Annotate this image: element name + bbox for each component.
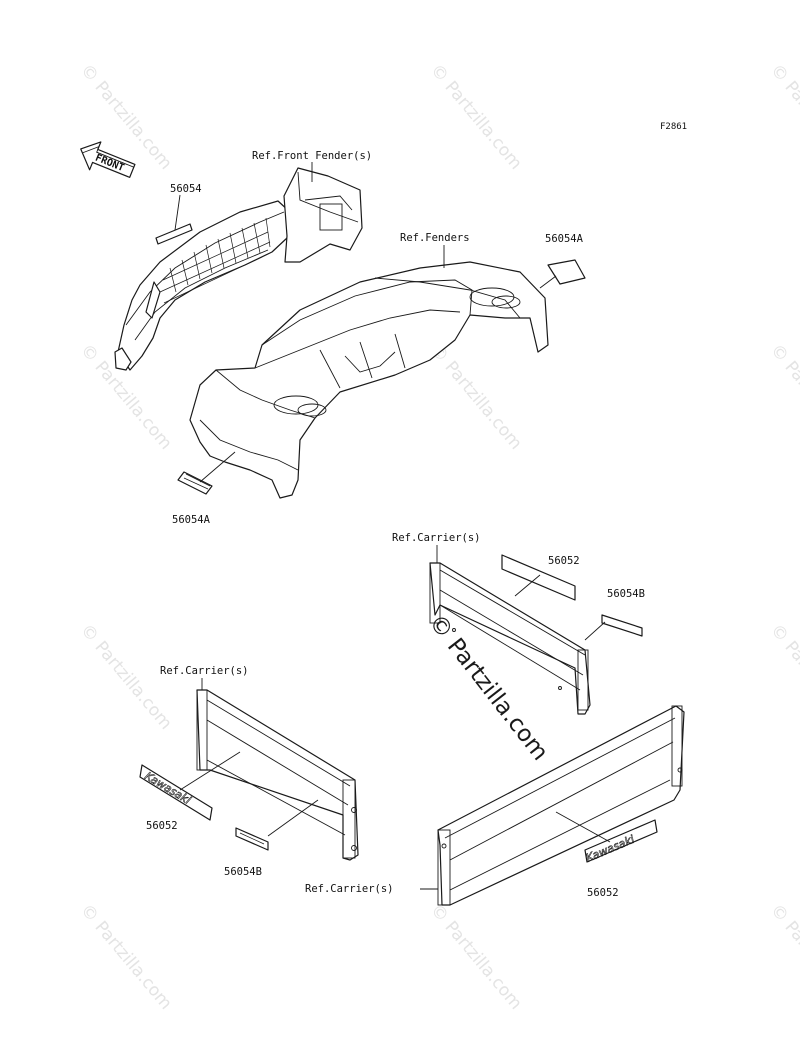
- carrier-panel-lower-left: [196, 689, 359, 861]
- brand-text-left: Kawasaki: [142, 769, 193, 807]
- watermark-tile: © Partzilla.com: [76, 620, 176, 733]
- decal-56054B-top: [601, 614, 643, 637]
- decal-56054A-top: [547, 259, 586, 285]
- label-56052-left: 56052: [146, 820, 178, 832]
- watermark-tile: © Partzilla.com: [766, 340, 800, 453]
- watermark-tile: © Partzilla.com: [426, 340, 526, 453]
- drawing-code: F2861: [660, 122, 687, 132]
- label-ref-carrier-3: Ref.Carrier(s): [305, 883, 394, 895]
- leader-line: [174, 194, 181, 231]
- leader-line: [514, 574, 541, 597]
- label-56054A-top: 56054A: [545, 233, 584, 245]
- watermark-tile: © Partzilla.com: [766, 60, 800, 173]
- carrier-panel-lower-right: [437, 705, 685, 906]
- front-arrow-icon: FRONT: [80, 141, 136, 178]
- decal-56054A-bottom: [177, 471, 213, 495]
- label-56054B-top: 56054B: [607, 588, 645, 600]
- watermark-tile: © Partzilla.com: [766, 900, 800, 1013]
- label-56054: 56054: [170, 183, 202, 195]
- leader-line: [199, 451, 236, 483]
- label-ref-front-fender: Ref.Front Fender(s): [252, 150, 372, 162]
- carrier-panel-upper-right: [429, 562, 591, 715]
- label-56052-top: 56052: [548, 555, 580, 567]
- watermark-tile: © Partzilla.com: [766, 620, 800, 733]
- leader-line: [584, 621, 606, 641]
- decal-56052-top: [501, 554, 576, 601]
- leader-line: [555, 811, 611, 843]
- leader-line: [267, 799, 319, 837]
- watermark-tile: © Partzilla.com: [76, 900, 176, 1013]
- label-ref-carrier-2: Ref.Carrier(s): [160, 665, 249, 677]
- leader-line: [539, 275, 557, 289]
- label-56054A-bottom: 56054A: [172, 514, 211, 526]
- label-56054B-bottom: 56054B: [224, 866, 262, 878]
- decal-56054B-bottom: [235, 827, 269, 851]
- decal-56054: [155, 223, 193, 245]
- label-56052-right: 56052: [587, 887, 619, 899]
- leader-line: [179, 751, 241, 791]
- label-ref-carrier-1: Ref.Carrier(s): [392, 532, 481, 544]
- watermark-tile: © Partzilla.com: [426, 900, 526, 1013]
- label-ref-fenders: Ref.Fenders: [400, 232, 470, 244]
- decal-kawasaki-left: Kawasaki: [139, 764, 213, 821]
- front-fender-grille: [114, 167, 363, 371]
- rear-fender-body: [189, 261, 549, 499]
- watermark-tile: © Partzilla.com: [426, 60, 526, 173]
